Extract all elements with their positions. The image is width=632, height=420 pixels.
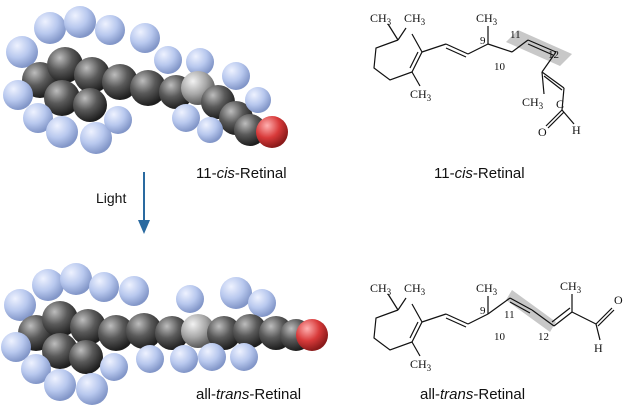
- trans-space-filling-model: [1, 263, 328, 405]
- trans-methyl-label-a: CH3: [370, 281, 392, 297]
- cis-aldehyde-carbon-label: C: [556, 97, 564, 111]
- trans-bond-lines: [373, 293, 615, 357]
- cis-structure-caption: 11-cis-Retinal: [434, 165, 525, 182]
- cis-bond-lines: [373, 23, 575, 129]
- cis-oxygen-atom: [256, 116, 288, 148]
- trans-structural-formula: CH3 CH3 CH3 CH3 CH3 9 10 11 12 O H: [370, 279, 623, 373]
- trans-methyl-label-c: CH3: [410, 357, 432, 373]
- trans-structure-caption: all-trans-Retinal: [420, 386, 526, 403]
- trans-oxygen-label: O: [614, 293, 623, 307]
- cis-methyl-label-a: CH3: [370, 11, 392, 27]
- trans-oxygen-atom: [296, 319, 328, 351]
- cis-methyl-label-e: CH3: [522, 95, 544, 111]
- cis-carbon-number-12: 12: [548, 49, 559, 61]
- cis-methyl-label-d: CH3: [476, 11, 498, 27]
- cis-hydrogen-atoms-front: [3, 46, 271, 154]
- light-label: Light: [96, 190, 127, 206]
- trans-methyl-label-b: CH3: [404, 281, 426, 297]
- light-arrow-icon: [138, 172, 150, 234]
- cis-carbon-number-11: 11: [510, 29, 521, 41]
- cis-space-filling-model: [3, 6, 288, 154]
- trans-methyl-label-e: CH3: [560, 279, 582, 295]
- trans-carbon-number-9: 9: [480, 305, 486, 317]
- cis-oxygen-label: O: [538, 125, 547, 139]
- cis-model-caption: 11-cis-Retinal: [196, 165, 287, 182]
- cis-methyl-label-b: CH3: [404, 11, 426, 27]
- cis-carbon-atoms: [22, 47, 266, 146]
- trans-carbon-number-11: 11: [504, 309, 515, 321]
- trans-methyl-label-d: CH3: [476, 281, 498, 297]
- cis-carbon-number-9: 9: [480, 35, 486, 47]
- trans-model-caption: all-trans-Retinal: [196, 386, 302, 403]
- cis-c11-c12-highlight: [506, 30, 572, 66]
- cis-structural-formula: CH3 CH3 CH3 CH3 CH3 9 10 11 12 C O H: [370, 11, 581, 139]
- cis-methyl-label-c: CH3: [410, 87, 432, 103]
- trans-c11-c12-highlight: [506, 290, 556, 332]
- trans-carbon-number-10: 10: [494, 331, 506, 343]
- cis-carbon-number-10: 10: [494, 61, 506, 73]
- trans-carbon-number-12: 12: [538, 331, 549, 343]
- cis-hydrogen-atoms-back: [6, 6, 250, 90]
- cis-hydrogen-label: H: [572, 123, 581, 137]
- trans-hydrogen-atoms-back: [4, 263, 276, 321]
- trans-hydrogen-atoms-front: [1, 332, 258, 405]
- trans-hydrogen-label: H: [594, 341, 603, 355]
